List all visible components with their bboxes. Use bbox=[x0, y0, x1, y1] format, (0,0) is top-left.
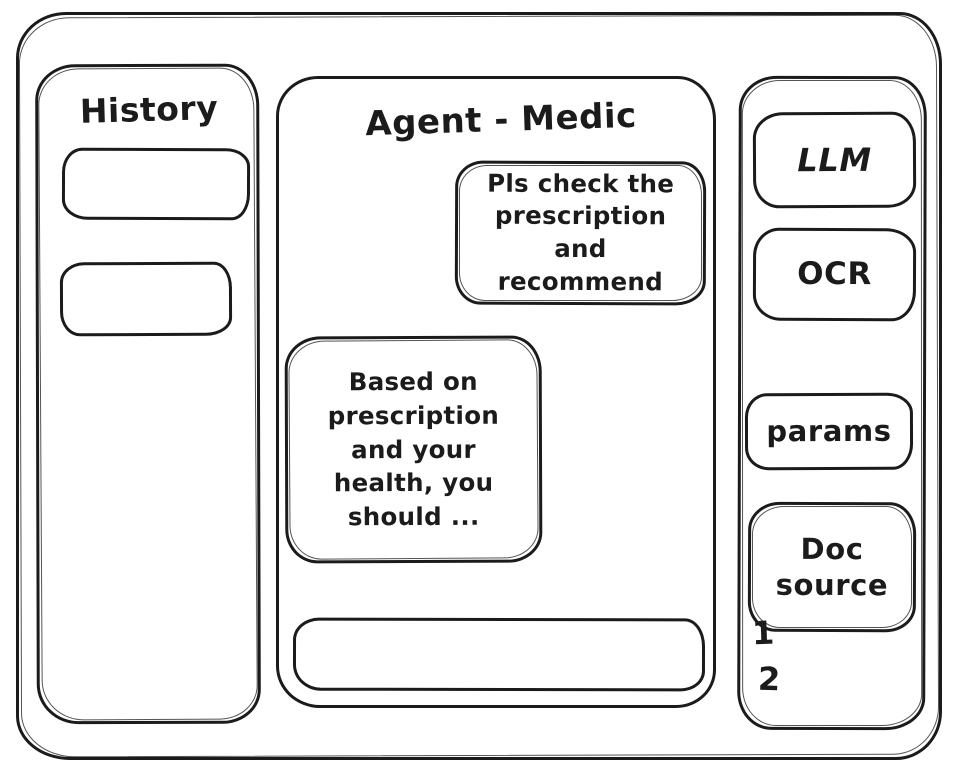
llm-button[interactable]: LLM bbox=[752, 111, 917, 209]
history-item[interactable] bbox=[59, 261, 233, 337]
params-button[interactable]: params bbox=[744, 392, 914, 471]
history-title: History bbox=[79, 88, 219, 131]
agent-message-bubble: Based on prescription and your health, y… bbox=[284, 335, 543, 564]
user-message-bubble: Pls check the prescription and recommend bbox=[454, 160, 707, 306]
doc-source-item[interactable]: 2 bbox=[757, 659, 781, 699]
history-item[interactable] bbox=[61, 147, 251, 221]
doc-source-item[interactable]: 1 bbox=[751, 613, 775, 653]
ocr-button[interactable]: OCR bbox=[752, 227, 917, 322]
message-input[interactable] bbox=[292, 617, 706, 692]
